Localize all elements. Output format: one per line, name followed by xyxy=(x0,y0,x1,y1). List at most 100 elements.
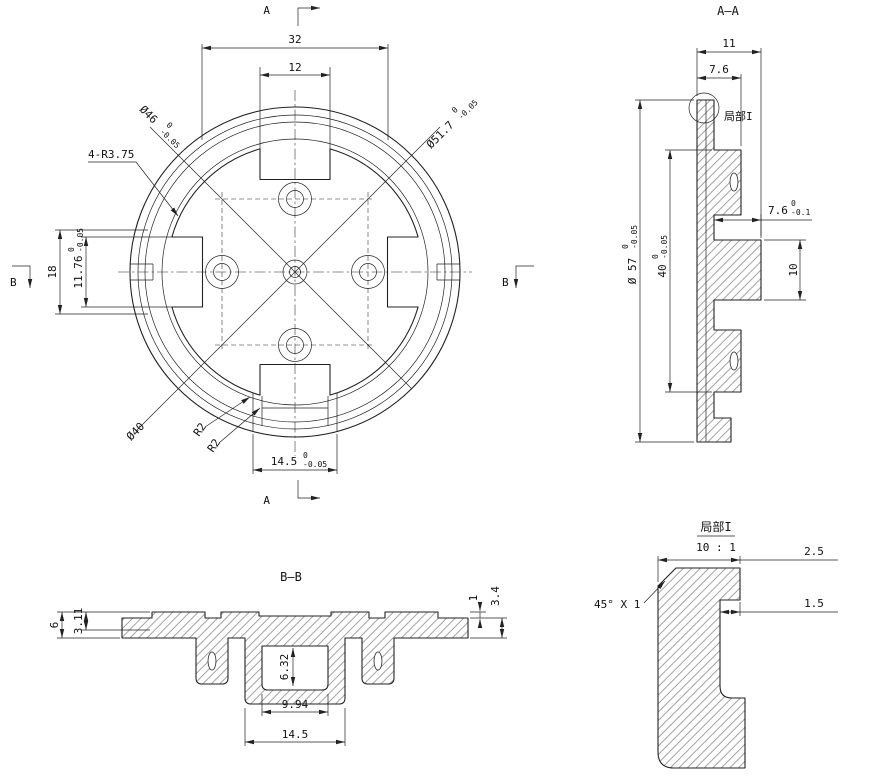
dim-11-76-label-group: 11.76 0 -0.05 xyxy=(67,228,85,289)
bb-dim-6-label-group: 6 xyxy=(48,622,61,629)
aa-dia-57-tol-lower: -0.05 xyxy=(630,225,639,249)
aa-dia-57-tol-upper: 0 xyxy=(621,244,630,249)
dim-14-5-tol-lower: -0.05 xyxy=(303,460,327,469)
dia-51-7-tol-upper: 0 xyxy=(450,105,460,115)
detail-view-i: 局部I 10 : 1 2.5 1.5 45° X 1 xyxy=(594,519,838,769)
dim-32-label: 32 xyxy=(288,33,301,46)
fillet-r2-a-leader xyxy=(204,396,251,428)
section-view-bb: B—B 6 3.11 1 3.4 6.32 xyxy=(48,570,507,746)
section-b-marker-left-line xyxy=(12,265,33,288)
rim-circle-51-7 xyxy=(144,121,446,423)
dia-51-7-tol-lower: -0.05 xyxy=(456,98,480,122)
section-a-marker-bottom-line xyxy=(297,480,320,501)
section-bb-hole-left xyxy=(207,651,217,671)
aa-dim-11-ext xyxy=(696,48,762,236)
section-a-marker-top-line xyxy=(297,5,320,26)
detail-callout-label: 局部I xyxy=(724,109,753,123)
center-hole-inner xyxy=(289,266,301,278)
front-view: 32 12 Ø46 0 -0.05 Ø51.7 0 -0.05 4-R3.75 … xyxy=(10,4,534,507)
dim-18-label: 18 xyxy=(46,265,59,278)
aa-dim-11-label: 11 xyxy=(722,37,735,50)
aa-dia-57-ext xyxy=(635,99,694,443)
bb-dim-3-4-label-group: 3.4 xyxy=(489,586,502,606)
bolt-hole-bottom xyxy=(286,336,304,354)
bolt-hole-top-counterbore xyxy=(278,182,312,216)
dim-12-label: 12 xyxy=(288,61,301,74)
aa-dim-40-tol-upper: 0 xyxy=(651,254,660,259)
dim-32-ext xyxy=(201,44,389,140)
dia-51-7-label: Ø51.7 0 -0.05 xyxy=(424,98,480,151)
detail-chamfer-leader xyxy=(643,580,666,604)
fillet-r2-b-leader xyxy=(218,407,261,444)
bolt-hole-top xyxy=(286,190,304,208)
bolt-hole-left xyxy=(213,263,231,281)
rim-circle-46 xyxy=(161,138,429,406)
dia-46-label: Ø46 0 -0.05 xyxy=(137,103,182,151)
aa-dim-7-6-top-label: 7.6 xyxy=(709,63,729,76)
dim-14-5-ext xyxy=(252,434,338,474)
bb-dim-6-ext xyxy=(57,611,150,639)
section-aa-title: A—A xyxy=(717,4,739,18)
section-b-marker-right-label: B xyxy=(502,276,509,289)
bb-dim-14-5-label: 14.5 xyxy=(282,728,309,741)
aa-dim-7-6-right-ext xyxy=(760,214,812,238)
section-b-marker-right-line xyxy=(513,265,534,288)
section-bb-hole-right xyxy=(373,651,383,671)
aa-dim-40-label-group: 40 0 -0.05 xyxy=(651,235,669,278)
dim-11-76-ext xyxy=(81,236,200,308)
aa-dia-57-label-group: Ø 57 0 -0.05 xyxy=(621,225,639,285)
aa-dim-7-6-right-tol-upper: 0 xyxy=(791,199,796,208)
section-a-marker-bottom-label: A xyxy=(263,494,270,507)
bb-dim-3-11-label: 3.11 xyxy=(72,608,85,635)
dim-18-ext xyxy=(55,229,148,315)
bb-dim-3-4-ext xyxy=(470,617,507,639)
aa-dia-57-value: Ø 57 xyxy=(626,258,639,285)
dim-18-label-group: 18 xyxy=(46,265,59,278)
dim-14-5-tol-upper: 0 xyxy=(303,451,308,460)
dim-11-76-value: 11.76 xyxy=(72,255,85,288)
bb-dim-6-label: 6 xyxy=(48,622,61,629)
section-aa-body xyxy=(696,99,762,443)
bolt-hole-left-counterbore xyxy=(205,255,239,289)
detail-callout-circle xyxy=(688,92,720,124)
section-bb-title: B—B xyxy=(280,570,302,584)
section-aa-hole-bottom xyxy=(729,351,739,371)
aa-dim-10-label-group: 10 xyxy=(787,263,800,276)
lobe-radius-leader xyxy=(88,161,179,217)
bb-dim-3-4-label: 3.4 xyxy=(489,586,502,606)
section-aa-hole-top xyxy=(729,172,739,192)
fillet-r2-b-label: R2 xyxy=(205,436,223,454)
section-view-aa: A—A 局部I 11 7.6 Ø 57 0 -0.05 40 0 -0.05 xyxy=(621,4,812,443)
rim-notches xyxy=(130,263,460,281)
bb-dim-1-label-group: 1 xyxy=(467,595,480,602)
aa-dim-7-6-right-tol-lower: -0.1 xyxy=(791,208,810,217)
bb-dim-6-32-label: 6.32 xyxy=(278,654,291,681)
dim-11-76-tol-lower: -0.05 xyxy=(76,228,85,252)
rim-circle-2 xyxy=(137,114,453,430)
bb-dim-3-11-label-group: 3.11 xyxy=(72,608,85,635)
dia-46-tol-upper: 0 xyxy=(164,121,174,131)
detail-dim-2-5-label: 2.5 xyxy=(804,545,824,558)
bolt-hole-right xyxy=(359,263,377,281)
aa-dim-40-ext xyxy=(665,149,712,393)
bolt-hole-bottom-counterbore xyxy=(278,328,312,362)
aa-dim-40-tol-lower: -0.05 xyxy=(660,235,669,259)
fillet-r2-b-label-group: R2 xyxy=(205,436,223,454)
dim-11-76-tol-upper: 0 xyxy=(67,247,76,252)
front-pitch-lines xyxy=(215,192,375,352)
lobe-radius-label: 4-R3.75 xyxy=(88,148,134,161)
detail-scale: 10 : 1 xyxy=(696,541,736,554)
fillet-r2-a-label-group: R2 xyxy=(191,420,209,438)
dim-14-5-value: 14.5 xyxy=(271,455,298,468)
aa-dim-10-label: 10 xyxy=(787,263,800,276)
bolt-hole-right-counterbore xyxy=(351,255,385,289)
aa-dim-7-6-right-value: 7.6 xyxy=(768,204,788,217)
bb-dim-1-ext xyxy=(470,611,486,618)
fillet-r2-a-label: R2 xyxy=(191,420,209,438)
detail-dim-1-5-label: 1.5 xyxy=(804,597,824,610)
dim-12-ext xyxy=(259,67,331,173)
bb-dim-1-label: 1 xyxy=(467,595,480,602)
outer-diameter-circle xyxy=(129,106,461,438)
